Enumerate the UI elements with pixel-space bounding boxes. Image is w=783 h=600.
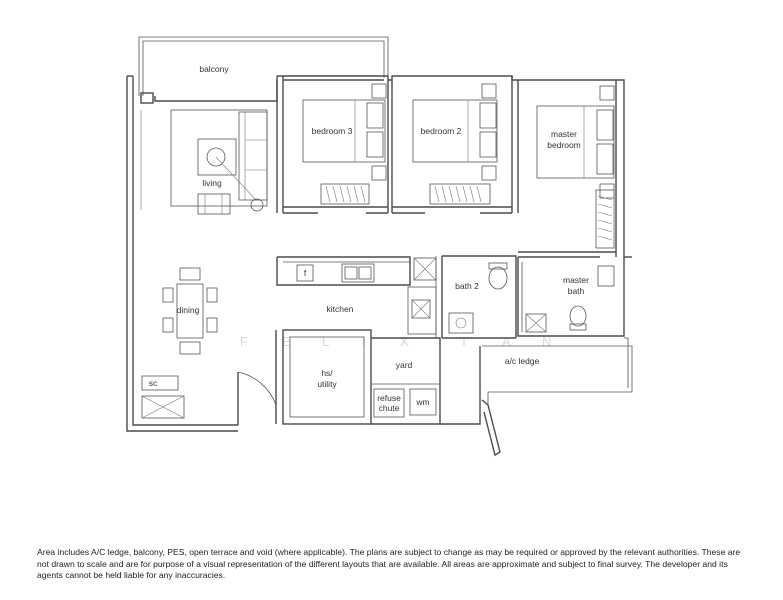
label-bedroom-2: bedroom 2 <box>421 126 462 136</box>
label-master-bedroom-line2: bedroom <box>547 140 581 150</box>
service-cabinet <box>141 375 179 391</box>
label-bedroom-3: bedroom 3 <box>312 126 353 136</box>
ledge-box <box>141 395 185 419</box>
label-wm: wm <box>415 397 429 407</box>
dining-furniture <box>162 267 218 355</box>
bath2-fixtures <box>442 255 517 339</box>
exterior-walls <box>126 75 632 432</box>
watermark-letter: X <box>400 334 409 349</box>
living-furniture <box>140 109 268 215</box>
label-living: living <box>202 178 222 188</box>
bedroom3-furniture <box>302 83 387 205</box>
floor-plan: F E L I X T A N <box>126 36 633 457</box>
watermark: F E L I X T A N <box>240 334 551 349</box>
label-hs-utility-line1: hs/ <box>321 368 333 378</box>
label-master-bedroom-line1: master <box>551 129 577 139</box>
watermark-letter: L <box>322 334 329 349</box>
kitchen-fixtures <box>276 256 443 338</box>
watermark-letter: A <box>502 334 511 349</box>
watermark-letter: T <box>460 334 468 349</box>
master-bedroom-furniture <box>536 85 615 249</box>
watermark-letter: N <box>542 334 551 349</box>
label-refuse-chute-line2: chute <box>379 403 400 413</box>
label-sc: sc <box>149 378 158 388</box>
yard-fixtures <box>371 337 501 457</box>
label-master-bath-line2: bath <box>568 286 585 296</box>
label-yard: yard <box>396 360 413 370</box>
label-bath-2: bath 2 <box>455 281 479 291</box>
label-balcony: balcony <box>199 64 229 74</box>
entrance-door <box>237 371 277 425</box>
ac-ledge <box>482 337 633 405</box>
bedroom2-furniture <box>412 83 498 205</box>
label-ac-ledge: a/c ledge <box>505 356 540 366</box>
hs-utility-walls <box>275 329 372 425</box>
bedroom-walls <box>283 206 616 258</box>
balcony-railing <box>138 36 389 96</box>
disclaimer-text: Area includes A/C ledge, balcony, PES, o… <box>37 547 741 580</box>
label-master-bath-line1: master <box>563 275 589 285</box>
label-kitchen: kitchen <box>327 304 354 314</box>
watermark-letter: F <box>240 334 248 349</box>
label-refuse-chute-line1: refuse <box>377 393 401 403</box>
master-bath-fixtures <box>517 257 625 337</box>
label-fridge: f <box>304 268 307 278</box>
label-dining: dining <box>177 305 200 315</box>
label-hs-utility-line2: utility <box>317 379 337 389</box>
column <box>140 92 154 104</box>
watermark-letter: E <box>282 334 291 349</box>
